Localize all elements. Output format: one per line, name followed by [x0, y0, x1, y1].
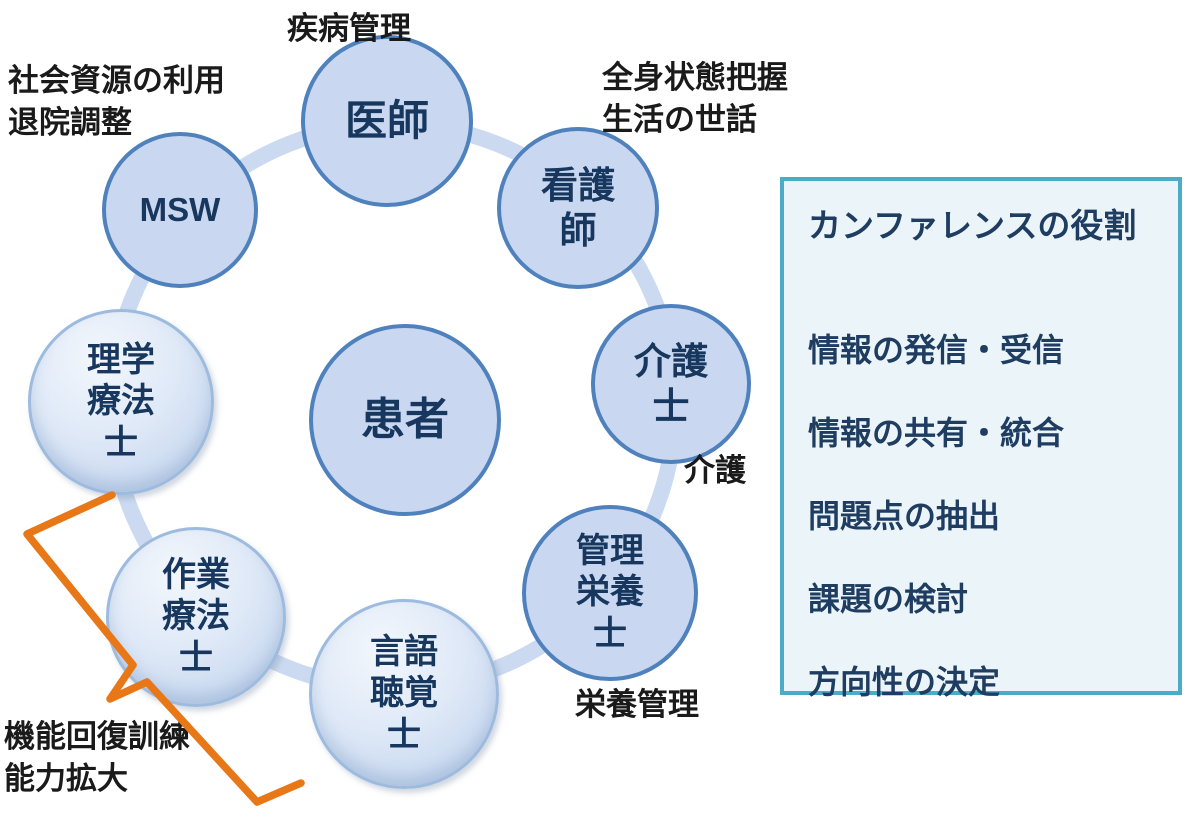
circle-care-worker: 介護 士 [591, 304, 751, 464]
circle-patient: 患者 [309, 324, 501, 516]
circle-occupational-therapist: 作業 療法 士 [106, 527, 286, 707]
label-nutrition-management: 栄養管理 [575, 687, 699, 722]
circle-doctor: 医師 [301, 35, 473, 207]
panel-title: カンファレンスの役割 [808, 207, 1137, 244]
circle-physical-therapist: 理学 療法 士 [28, 309, 214, 495]
panel-item: 問題点の抽出 [808, 498, 1001, 534]
panel-item: 情報の発信・受信 [808, 332, 1065, 368]
panel-item: 課題の検討 [808, 581, 969, 617]
panel-item: 情報の共有・統合 [808, 415, 1065, 451]
circle-msw: MSW [102, 132, 258, 288]
label-general-condition: 全身状態把握 生活の世話 [602, 60, 788, 137]
label-disease-management: 疾病管理 [287, 11, 411, 46]
circle-nurse: 看護 師 [497, 127, 659, 289]
label-function-recovery: 機能回復訓練 能力拡大 [4, 719, 190, 796]
circle-dietitian: 管理 栄養 士 [522, 505, 698, 681]
circle-speech-therapist: 言語 聴覚 士 [309, 599, 499, 789]
label-social-resources: 社会資源の利用 退院調整 [8, 63, 225, 140]
panel-item: 方向性の決定 [808, 664, 1001, 700]
conference-roles-panel: カンファレンスの役割 情報の発信・受信 情報の共有・統合 問題点の抽出 課題の検… [780, 177, 1182, 700]
label-care: 介護 [684, 453, 746, 488]
